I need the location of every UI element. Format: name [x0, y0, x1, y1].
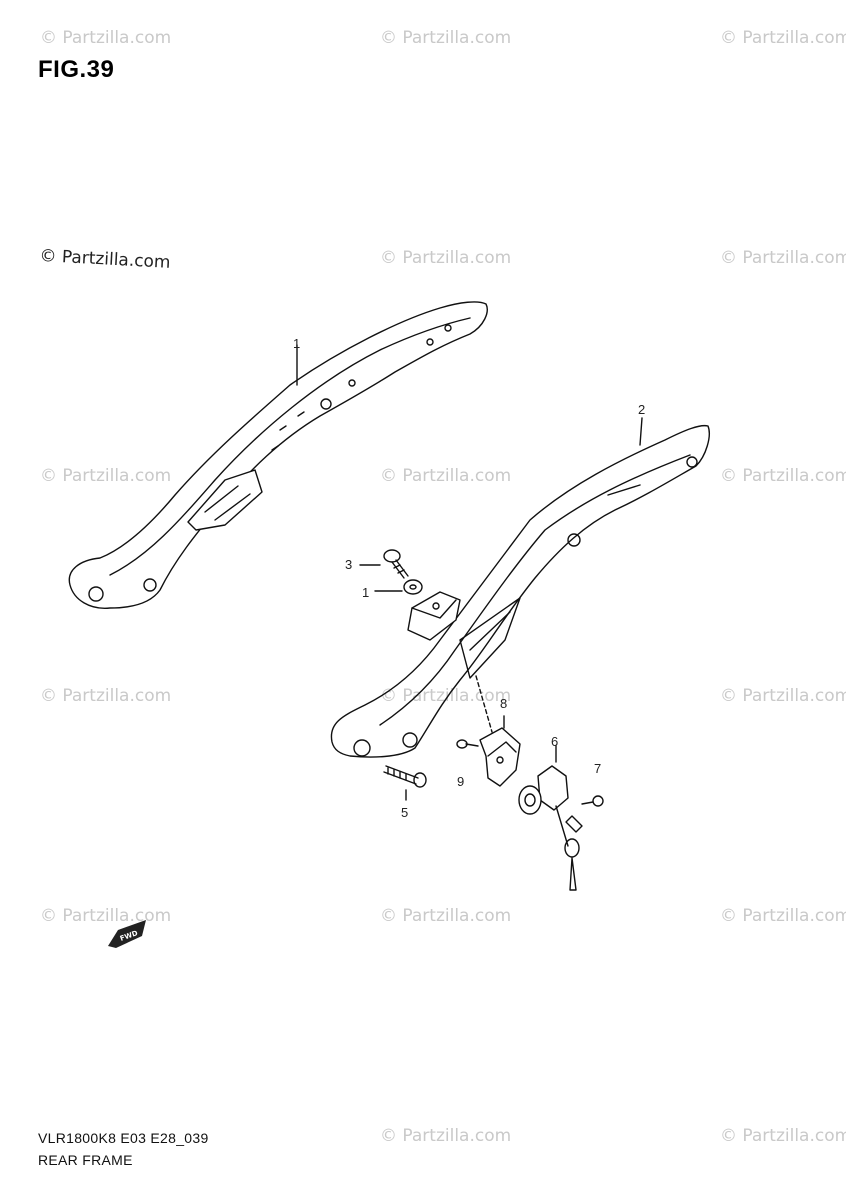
figure-title: FIG.39 — [38, 56, 115, 83]
rear-frame-right — [330, 424, 710, 758]
watermark: © Partzilla.com — [40, 466, 172, 486]
screw-part-7 — [581, 795, 604, 807]
callout-5: 5 — [401, 805, 409, 820]
leader-2 — [639, 417, 643, 446]
watermark: © Partzilla.com — [380, 248, 512, 268]
bracket-part-8 — [475, 675, 521, 787]
watermark: © Partzilla.com — [720, 466, 846, 486]
bolt-part-5 — [383, 765, 427, 801]
callout-3: 3 — [345, 557, 353, 572]
callout-8: 8 — [500, 696, 508, 711]
watermark: © Partzilla.com — [40, 906, 172, 926]
rear-frame-left — [68, 301, 488, 609]
watermark: © Partzilla.com — [40, 28, 172, 48]
watermark: © Partzilla.com — [720, 906, 846, 926]
screw-part-9 — [456, 739, 479, 749]
watermark: © Partzilla.com — [720, 28, 846, 48]
lock-part-6 — [518, 745, 583, 891]
diagram-code: VLR1800K8 E03 E28_039 — [38, 1130, 209, 1146]
watermark: © Partzilla.com — [380, 686, 512, 706]
washer-part-1 — [374, 579, 423, 595]
callout-7: 7 — [594, 761, 602, 776]
callout-1b: 1 — [362, 585, 370, 600]
watermark: © Partzilla.com — [380, 1126, 512, 1146]
watermark: © Partzilla.com — [720, 248, 846, 268]
callout-1: 1 — [293, 336, 301, 351]
fwd-arrow-icon: FWD — [108, 920, 146, 948]
watermark: © Partzilla.com — [40, 686, 172, 706]
bolt-part-3 — [359, 549, 409, 579]
callout-6: 6 — [551, 734, 559, 749]
watermark: © Partzilla.com — [720, 1126, 846, 1146]
watermark: © Partzilla.com — [720, 686, 846, 706]
watermark: © Partzilla.com — [380, 466, 512, 486]
callout-9: 9 — [457, 774, 465, 789]
watermark: © Partzilla.com — [380, 906, 512, 926]
diagram-name: REAR FRAME — [38, 1152, 133, 1168]
watermark: © Partzilla.com — [380, 28, 512, 48]
callout-2: 2 — [638, 402, 646, 417]
